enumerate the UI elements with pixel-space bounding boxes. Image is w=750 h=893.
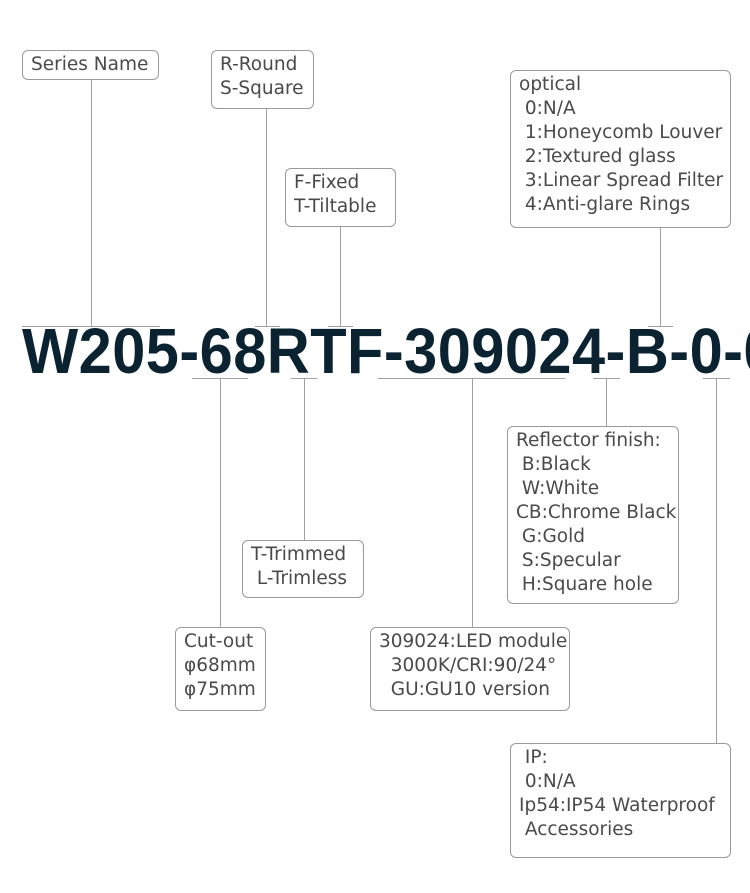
connector — [606, 378, 607, 426]
cutout-box: Cut-out φ68mm φ75mm — [175, 627, 266, 711]
connector — [328, 326, 353, 327]
connector — [22, 326, 160, 327]
series-name-box: Series Name — [22, 50, 159, 80]
mount-box: F-Fixed T-Tiltable — [285, 168, 396, 227]
connector — [340, 227, 341, 326]
connector — [304, 378, 305, 540]
connector — [255, 326, 280, 327]
led-module-box: 309024:LED module 3000K/CRI:90/24° GU:GU… — [370, 627, 570, 711]
ip-box: IP: 0:N/A Ip54:IP54 Waterproof Accessori… — [510, 743, 731, 858]
shape-box: R-Round S-Square — [211, 50, 314, 109]
optical-box: optical 0:N/A 1:Honeycomb Louver 2:Textu… — [510, 70, 731, 228]
model-code: W205-68RTF-309024-B-0-0 — [22, 315, 750, 387]
connector — [472, 378, 473, 627]
connector — [660, 227, 661, 326]
trim-box: T-Trimmed L-Trimless — [242, 540, 364, 598]
connector — [716, 378, 717, 743]
connector — [91, 79, 92, 326]
connector — [648, 326, 673, 327]
connector — [266, 109, 267, 326]
reflector-box: Reflector finish: B:Black W:White CB:Chr… — [507, 426, 679, 604]
connector — [220, 378, 221, 627]
connector — [378, 378, 565, 379]
